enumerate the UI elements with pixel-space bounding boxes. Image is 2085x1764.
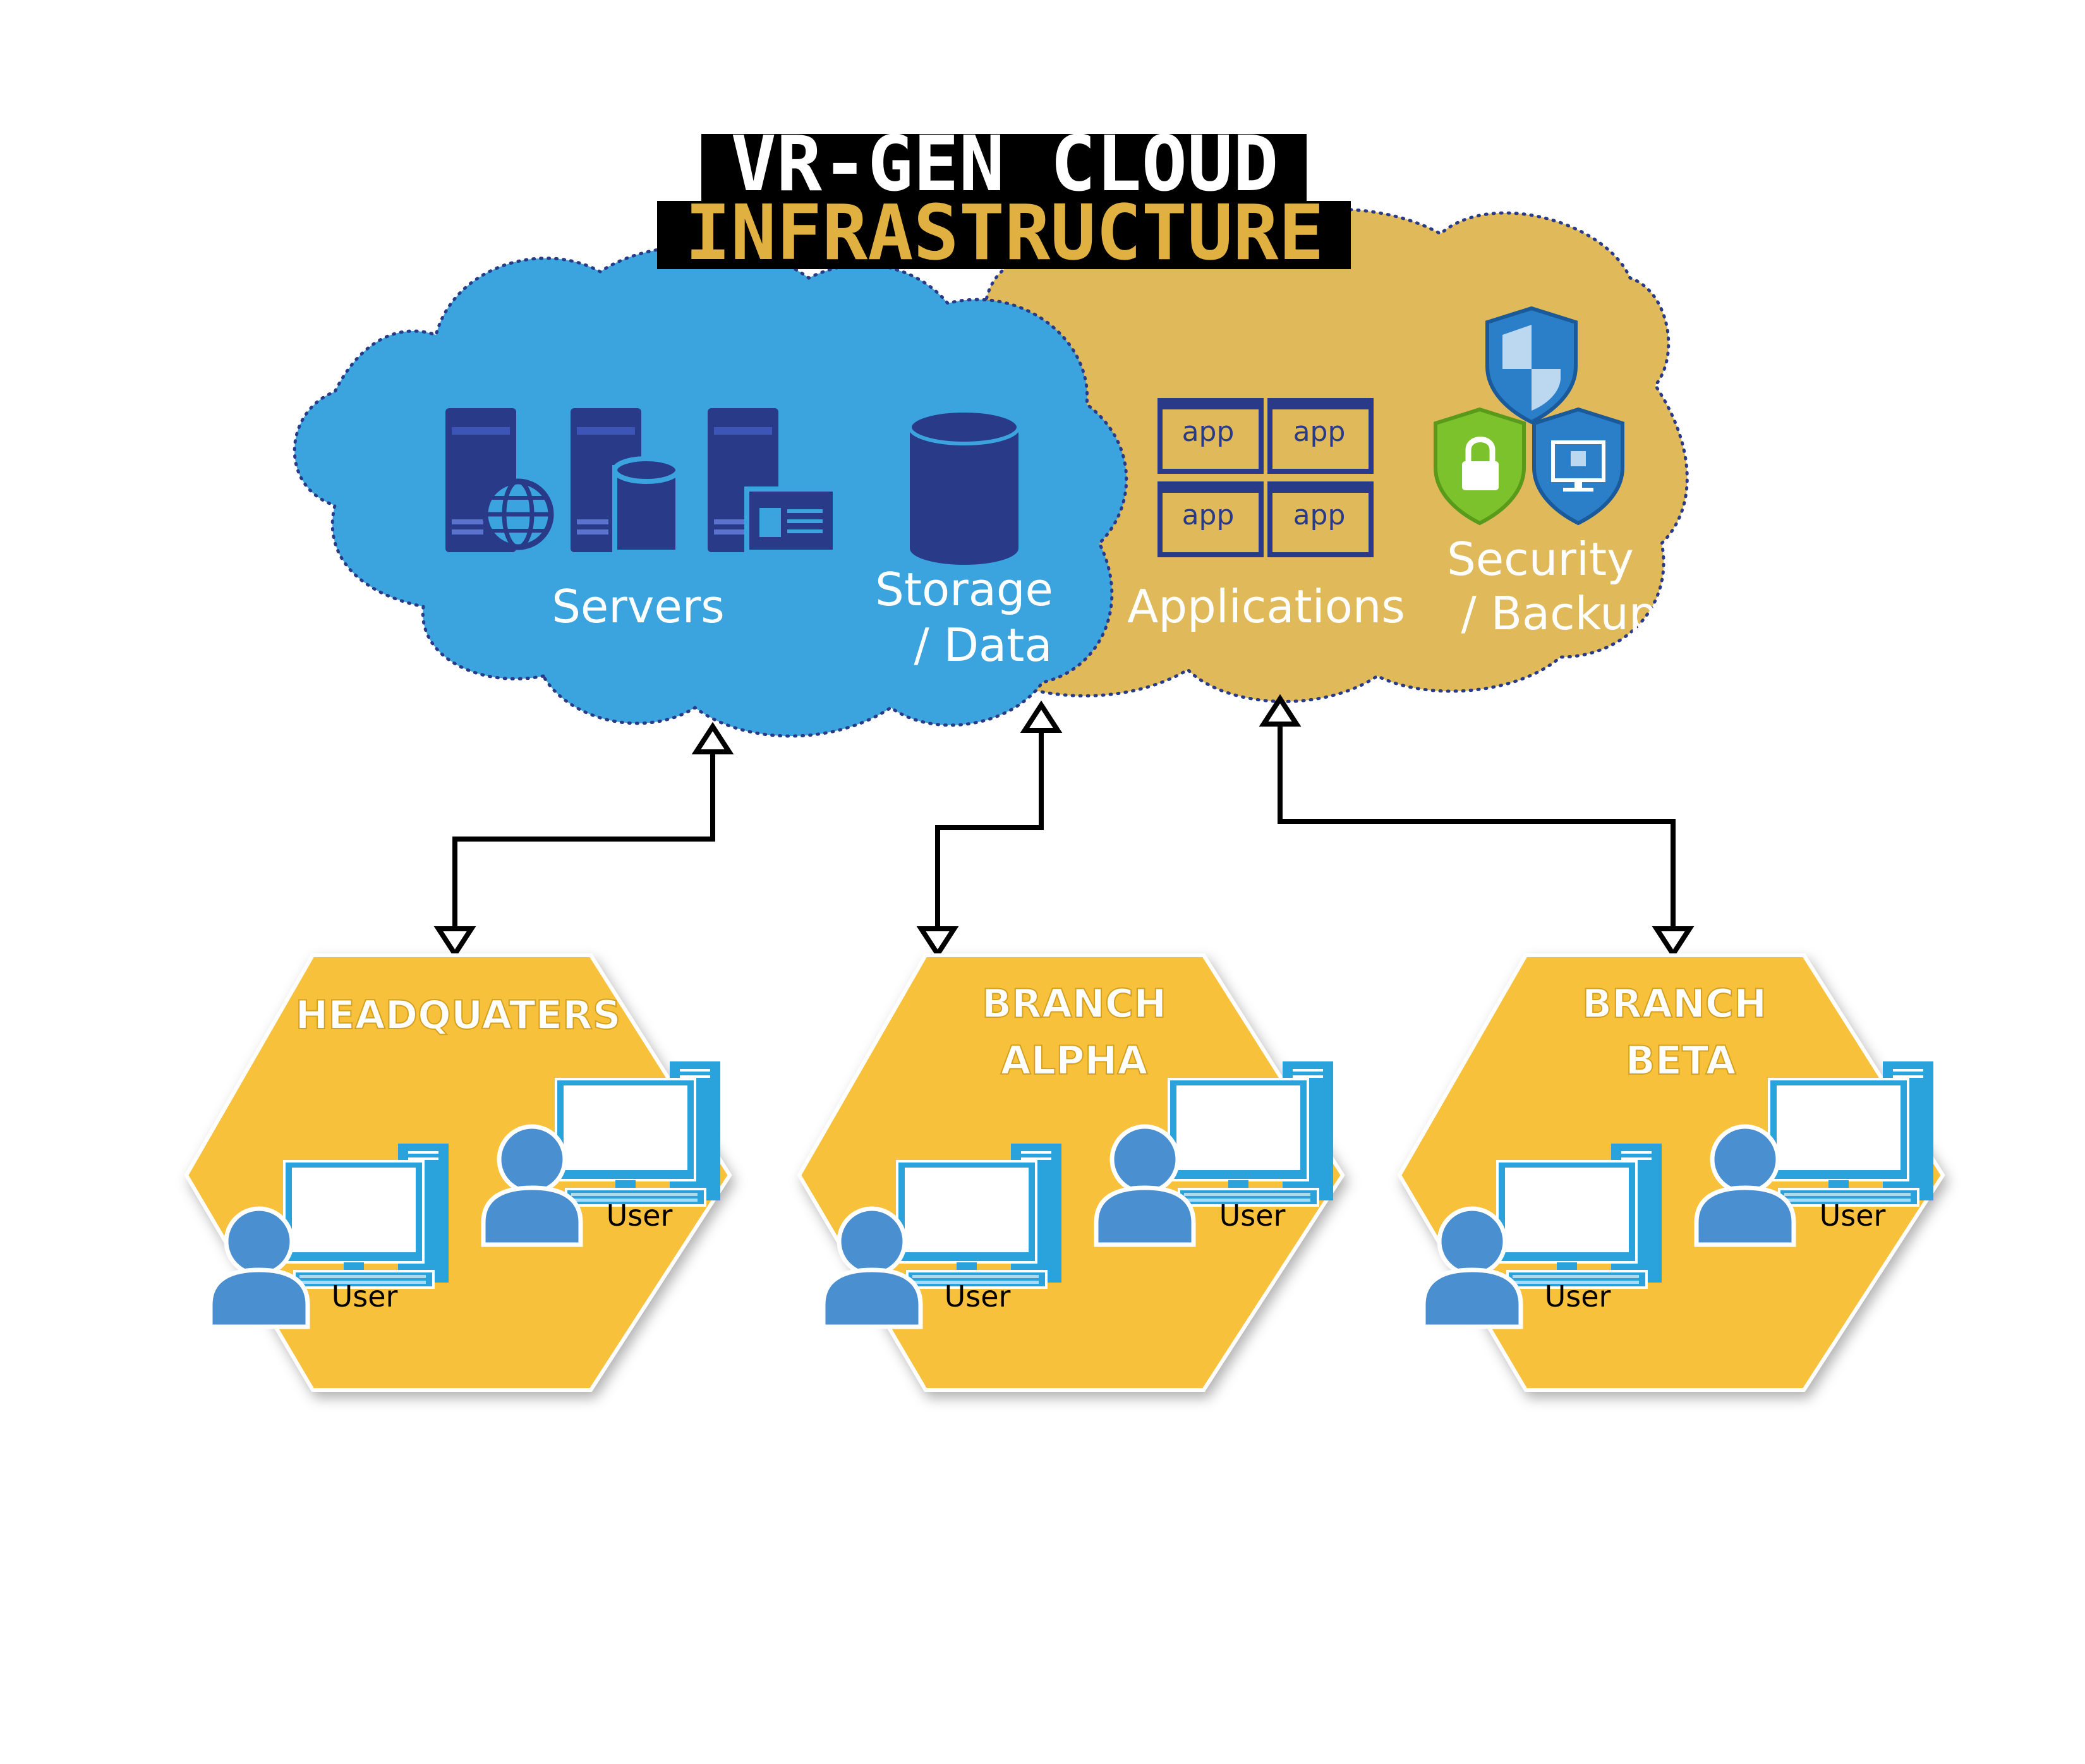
user-label: User (1545, 1279, 1611, 1314)
app-tile-label: app (1293, 416, 1346, 448)
lock-shield-icon (1434, 407, 1526, 526)
connectors (452, 714, 1676, 929)
site-name-line-2: ALPHA (1001, 1037, 1148, 1084)
arrowheads (433, 694, 1695, 959)
applications-group: app app app app Applications (1127, 398, 1405, 633)
storage-group: Storage / Data (875, 409, 1053, 672)
security-label-line-1: Security (1447, 533, 1634, 586)
app-tile-label: app (1182, 499, 1235, 531)
arrowhead-down (916, 926, 959, 959)
connector-branch-beta (1278, 714, 1676, 929)
app-tile-label: app (1182, 416, 1235, 448)
site-name-line-2: BETA (1625, 1037, 1736, 1084)
app-server-icon (708, 408, 838, 555)
servers-group: Servers (445, 408, 838, 633)
user-label: User (945, 1279, 1011, 1314)
app-tile: app (1267, 481, 1374, 557)
app-tile: app (1157, 398, 1264, 474)
site-branch-alpha: BRANCH ALPHA User User (797, 953, 1345, 1392)
site-branch-beta: BRANCH BETA User User (1397, 953, 1945, 1392)
security-group: Security / Backup (1434, 306, 1658, 640)
site-name-line-1: BRANCH (982, 981, 1166, 1027)
arrowhead-up (1020, 700, 1063, 733)
user-label: User (332, 1279, 398, 1314)
storage-label-line-1: Storage (875, 563, 1053, 616)
arrowhead-up (1259, 694, 1302, 727)
web-server-icon (445, 408, 554, 552)
storage-label-line-2: / Data (914, 619, 1052, 672)
database-cylinder-icon (908, 409, 1020, 565)
shield-icon (1485, 306, 1578, 425)
security-label-line-2: / Backup (1461, 587, 1657, 640)
title-line-1: VR-GEN CLOUD (731, 121, 1279, 208)
arrowhead-down (1652, 926, 1695, 959)
backup-shield-icon (1532, 407, 1624, 526)
arrowhead-down (433, 926, 476, 959)
connector-branch-alpha (935, 714, 1044, 929)
connector-headquarters (452, 751, 715, 929)
site-name-line-1: BRANCH (1582, 981, 1767, 1027)
arrowhead-up (691, 722, 734, 754)
database-server-icon (571, 408, 680, 560)
title-line-2: INFRASTRUCTURE (685, 190, 1324, 277)
site-headquarters: HEADQUATERS User User (184, 953, 732, 1392)
diagram-title: VR-GEN CLOUD INFRASTRUCTURE (657, 121, 1351, 277)
user-label: User (607, 1199, 673, 1233)
app-tile: app (1267, 398, 1374, 474)
servers-label: Servers (552, 580, 725, 633)
app-tile: app (1157, 481, 1264, 557)
user-label: User (1219, 1199, 1286, 1233)
app-tile-label: app (1293, 499, 1346, 531)
applications-label: Applications (1127, 580, 1405, 633)
user-label: User (1820, 1199, 1886, 1233)
site-name-line-1: HEADQUATERS (295, 992, 620, 1038)
